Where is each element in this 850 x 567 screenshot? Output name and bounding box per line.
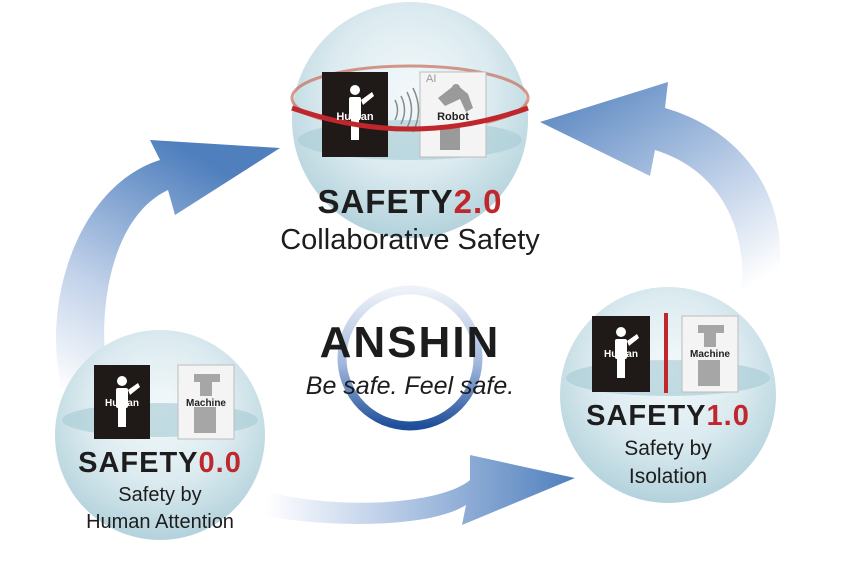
robot-label: Robot [437,111,469,123]
safety-0-0-subtitle-line1: Safety by [118,484,202,506]
human-label: Human [336,111,374,123]
safety-prefix: SAFETY [317,183,454,220]
human-label: Human [105,398,139,409]
machine-label: Machine [689,349,730,360]
safety-version: 1.0 [706,400,750,432]
safety-2-0-circle [290,2,530,238]
safety-1-0-subtitle-line1: Safety by [624,437,712,460]
human-figure-icon [615,327,639,378]
safety-1-0-subtitle-line2: Isolation [628,465,708,488]
safety-version: 2.0 [453,183,503,220]
machine-icon [698,325,724,386]
safety-2-0-subtitle: Collaborative Safety [280,224,540,256]
safety-2-0-title: SAFETY2.0 [260,183,560,221]
safety-1-0-title: SAFETY1.0 [568,400,768,433]
anshin-brand: ANSHIN [319,318,501,367]
human-figure-icon [349,85,374,140]
safety-version: 0.0 [198,447,242,479]
isolation-barrier [664,313,668,393]
arrow-left-curve [56,140,281,390]
arrow-bottom-curve [266,455,575,525]
arrow-right-curve [540,82,781,328]
collaboration-ring-front [291,105,529,132]
human-figure-icon [116,376,140,427]
machine-label: Machine [185,398,226,409]
safety-0-0-title: SAFETY0.0 [60,447,260,480]
safety-prefix: SAFETY [78,447,199,479]
safety-prefix: SAFETY [586,400,707,432]
machine-icon [194,374,220,433]
safety-0-0-circle [55,330,265,540]
safety-0-0-subtitle-line2: Human Attention [86,511,234,533]
anshin-tagline: Be safe. Feel safe. [305,372,515,400]
center-ring [337,285,483,431]
robot-arm-icon [438,84,473,150]
safety-1-0-circle [560,287,776,503]
human-label: Human [604,349,638,360]
ai-label: AI [426,73,437,85]
